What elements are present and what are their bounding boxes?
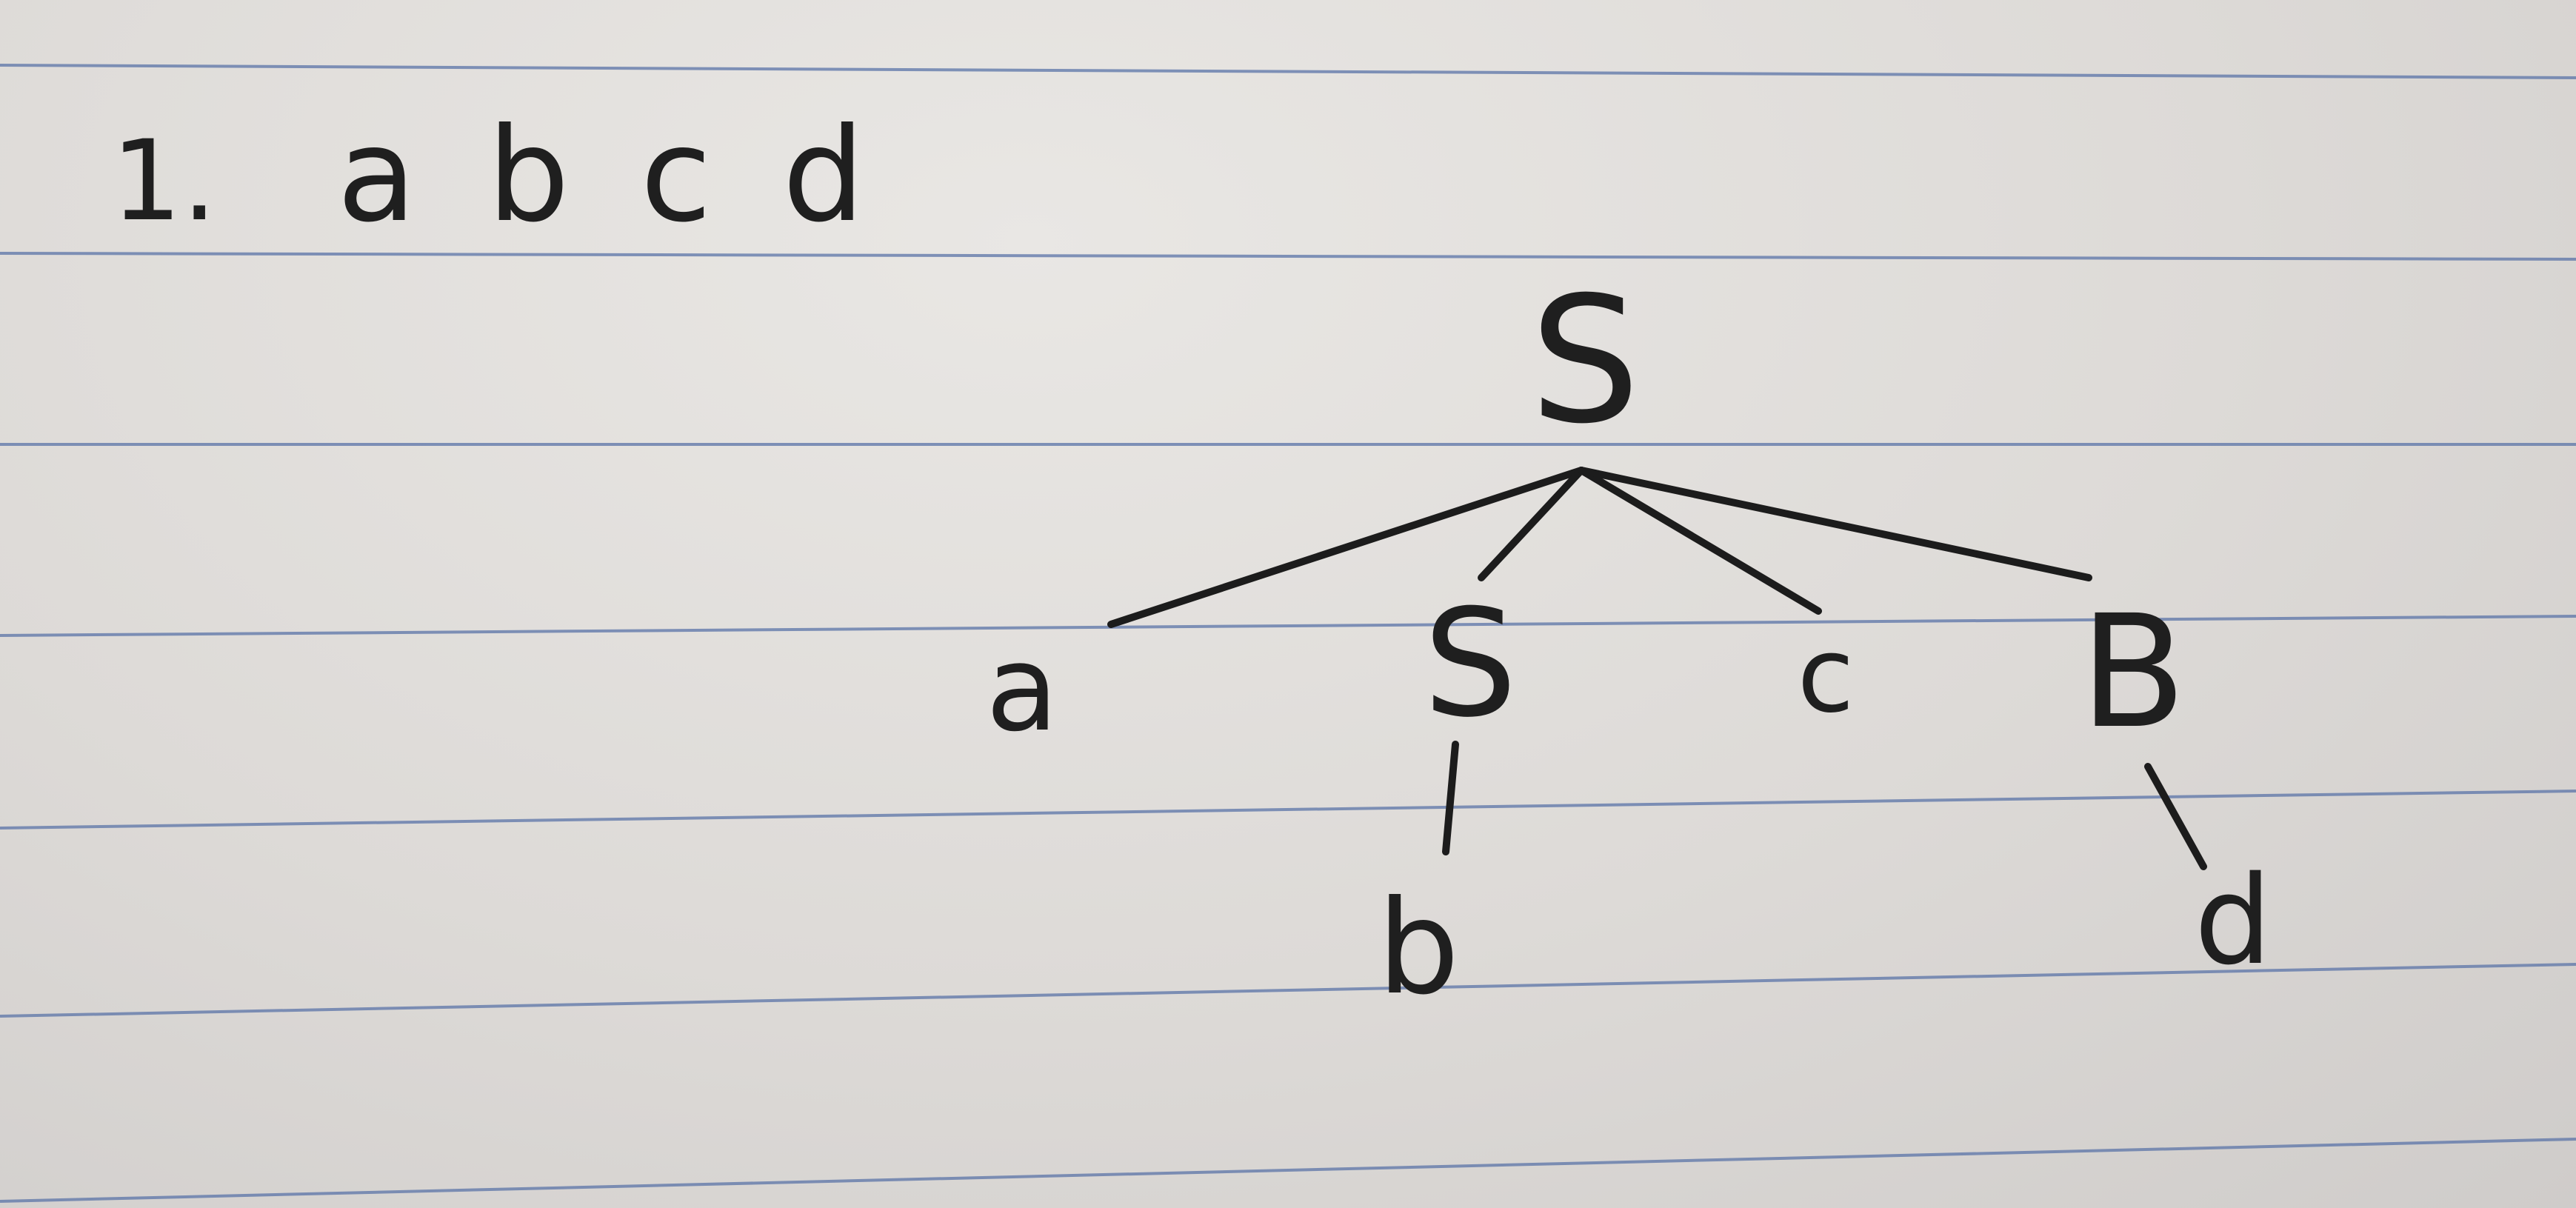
- node-a: a: [986, 619, 1058, 758]
- edge-root-a: [1107, 467, 1585, 628]
- rule-line: [0, 790, 2576, 830]
- node-B: B: [2080, 581, 2186, 763]
- node-S2: S: [1424, 578, 1518, 750]
- node-b: b: [1377, 873, 1459, 1024]
- edge-root-S2: [1478, 467, 1585, 581]
- tree-nodes: S a S c B b d: [986, 260, 2272, 1024]
- node-d: d: [2195, 850, 2272, 992]
- edge-S2-b: [1442, 741, 1459, 855]
- rule-line: [0, 64, 2576, 79]
- rule-line: [0, 1138, 2576, 1203]
- node-root-S: S: [1529, 260, 1640, 462]
- problem-number: 1.: [111, 117, 218, 246]
- tree-edges: [1107, 467, 2207, 870]
- rule-line: [0, 615, 2576, 637]
- rule-line: [0, 963, 2576, 1018]
- node-c: c: [1798, 615, 1855, 736]
- edge-root-c: [1578, 467, 1822, 615]
- edge-B-d: [2144, 763, 2207, 870]
- input-string: a b c d: [337, 101, 880, 251]
- rule-line: [0, 252, 2576, 261]
- edge-root-B: [1578, 467, 2092, 581]
